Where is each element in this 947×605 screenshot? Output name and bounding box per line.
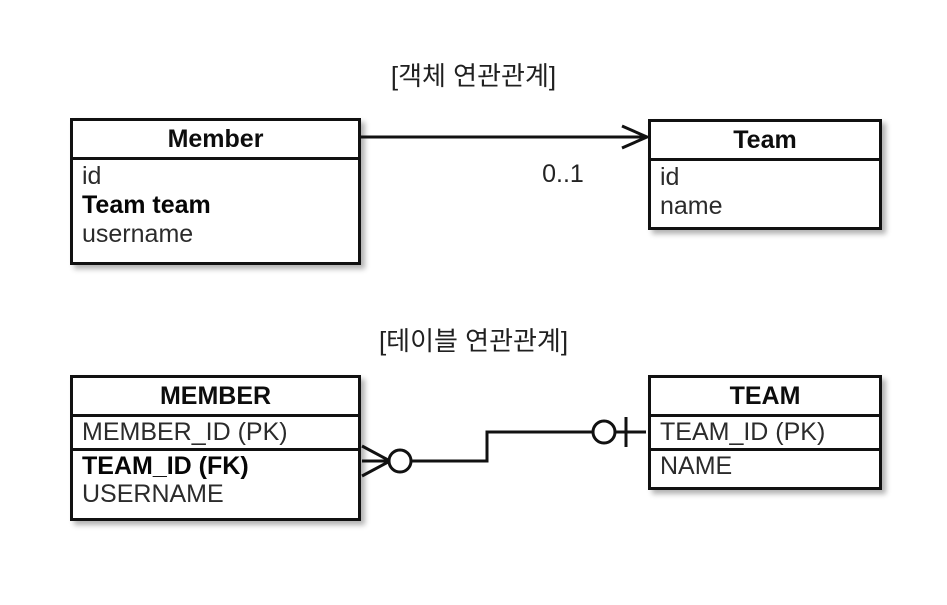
column-team-id-pk: TEAM_ID (PK) [660,418,826,446]
attribute-name: name [660,192,723,220]
table-team-columns: NAME [651,448,879,479]
multiplicity-label: 0..1 [542,160,584,188]
object-section-title: [객체 연관관계] [390,61,557,91]
entity-member-attributes: id Team team username [73,157,358,247]
table-member-columns: TEAM_ID (FK) USERNAME [73,448,358,507]
table-member[interactable]: MEMBER MEMBER_ID (PK) TEAM_ID (FK) USERN… [70,375,361,521]
table-member-header: MEMBER [159,381,272,410]
crows-foot-many-icon [362,446,390,476]
association-arrow-member-to-team [361,126,647,148]
column-name: NAME [660,452,733,480]
entity-team-header: Team [733,125,797,154]
zero-circle-icon-left [389,450,411,472]
attribute-team-team: Team team [82,191,211,219]
table-team[interactable]: TEAM TEAM_ID (PK) NAME [648,375,882,490]
entity-member[interactable]: Member id Team team username [70,118,361,265]
attribute-username: username [82,220,194,248]
entity-member-header: Member [167,124,264,153]
attribute-id: id [660,163,680,191]
column-member-id-pk: MEMBER_ID (PK) [82,418,288,446]
zero-circle-icon-right [593,421,615,443]
table-section-title: [테이블 연관관계] [378,326,569,356]
table-team-header: TEAM [729,381,801,410]
table-team-pk-section: TEAM_ID (PK) [651,414,879,445]
entity-team-attributes: id name [651,158,879,219]
table-member-pk-section: MEMBER_ID (PK) [73,414,358,445]
open-arrowhead-icon [622,126,647,148]
entity-team[interactable]: Team id name [648,119,882,230]
column-username: USERNAME [82,480,224,508]
column-team-id-fk: TEAM_ID (FK) [82,452,249,480]
crowsfoot-relationship-member-team [362,417,646,476]
attribute-id: id [82,162,102,190]
relationship-line [383,432,646,461]
